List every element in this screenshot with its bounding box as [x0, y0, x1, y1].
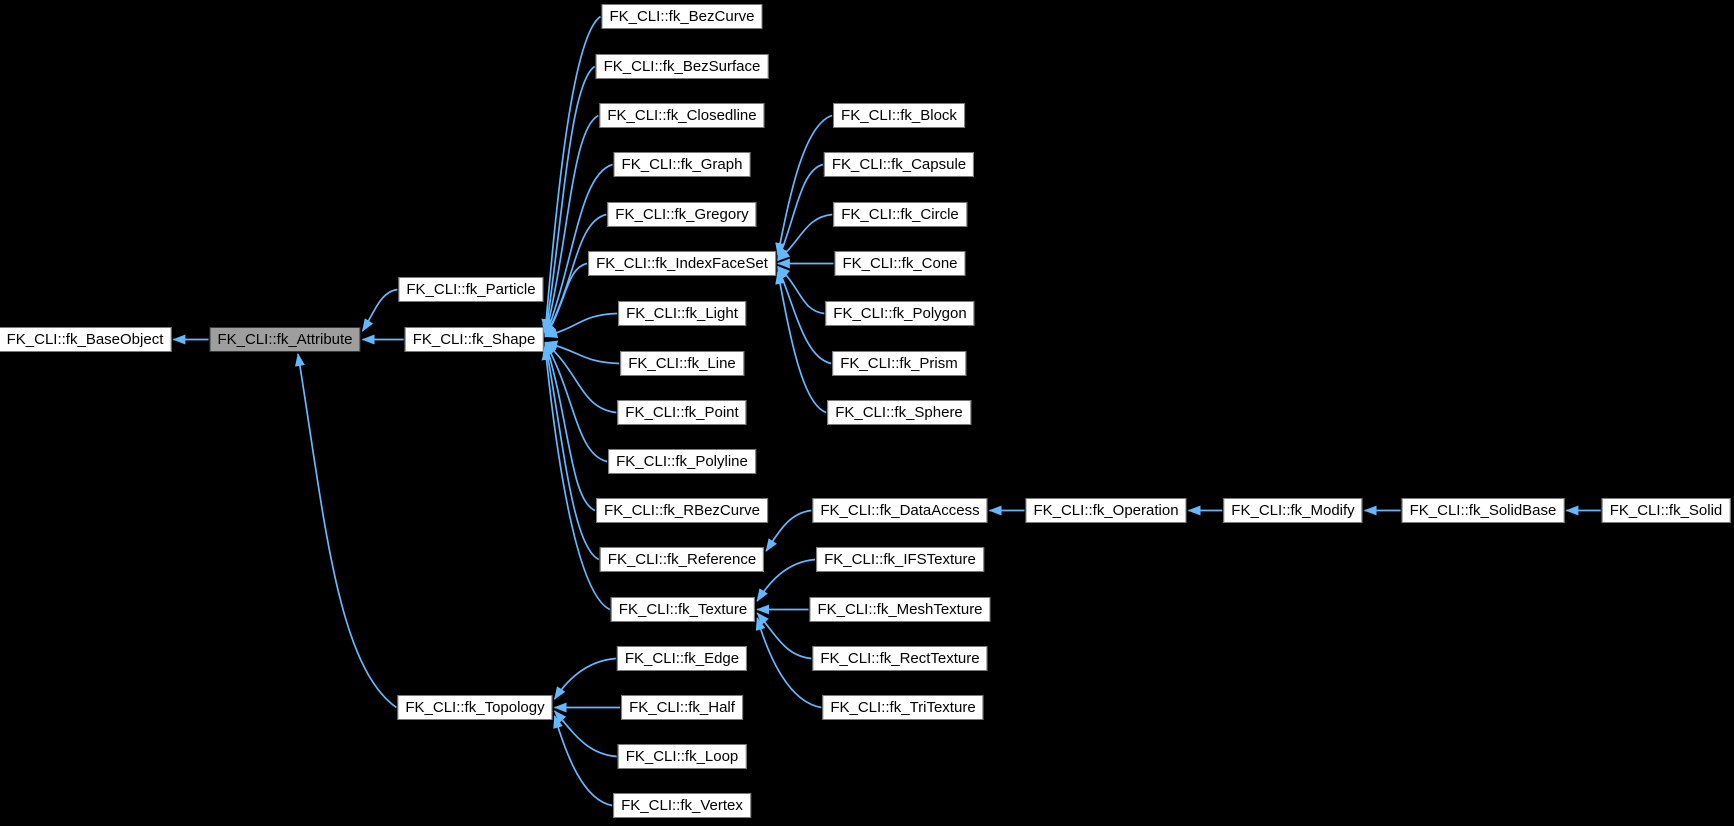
class-node-fk-graph[interactable]: FK_CLI::fk_Graph — [613, 152, 751, 177]
class-node-fk-circle[interactable]: FK_CLI::fk_Circle — [833, 202, 967, 227]
class-node-fk-block[interactable]: FK_CLI::fk_Block — [833, 103, 965, 128]
class-node-fk-light[interactable]: FK_CLI::fk_Light — [618, 301, 746, 326]
class-node-fk-attribute: FK_CLI::fk_Attribute — [209, 327, 361, 352]
class-node-fk-point[interactable]: FK_CLI::fk_Point — [617, 400, 747, 425]
class-node-fk-bezcurve[interactable]: FK_CLI::fk_BezCurve — [601, 4, 763, 29]
class-node-fk-edge[interactable]: FK_CLI::fk_Edge — [616, 646, 748, 671]
class-node-fk-meshtexture[interactable]: FK_CLI::fk_MeshTexture — [809, 597, 991, 622]
class-node-fk-reference[interactable]: FK_CLI::fk_Reference — [599, 547, 765, 572]
class-node-fk-bezsurface[interactable]: FK_CLI::fk_BezSurface — [595, 54, 769, 79]
class-node-fk-polyline[interactable]: FK_CLI::fk_Polyline — [608, 449, 756, 474]
class-node-fk-half[interactable]: FK_CLI::fk_Half — [621, 695, 743, 720]
class-node-fk-baseobject[interactable]: FK_CLI::fk_BaseObject — [0, 327, 172, 352]
class-node-fk-gregory[interactable]: FK_CLI::fk_Gregory — [607, 202, 757, 227]
class-node-fk-particle[interactable]: FK_CLI::fk_Particle — [398, 277, 544, 302]
class-node-fk-texture[interactable]: FK_CLI::fk_Texture — [610, 597, 756, 622]
class-node-fk-modify[interactable]: FK_CLI::fk_Modify — [1223, 498, 1363, 523]
class-node-fk-loop[interactable]: FK_CLI::fk_Loop — [617, 744, 747, 769]
class-node-fk-sphere[interactable]: FK_CLI::fk_Sphere — [827, 400, 971, 425]
class-node-fk-shape[interactable]: FK_CLI::fk_Shape — [404, 327, 544, 352]
class-node-fk-recttexture[interactable]: FK_CLI::fk_RectTexture — [812, 646, 988, 671]
class-node-fk-closedline[interactable]: FK_CLI::fk_Closedline — [599, 103, 765, 128]
class-node-fk-rbezcurve[interactable]: FK_CLI::fk_RBezCurve — [596, 498, 768, 523]
class-node-fk-vertex[interactable]: FK_CLI::fk_Vertex — [613, 793, 751, 818]
class-node-fk-capsule[interactable]: FK_CLI::fk_Capsule — [823, 152, 975, 177]
class-node-fk-ifstexture[interactable]: FK_CLI::fk_IFSTexture — [816, 547, 984, 572]
class-node-fk-indexfaceset[interactable]: FK_CLI::fk_IndexFaceSet — [588, 251, 776, 276]
class-node-fk-tritexture[interactable]: FK_CLI::fk_TriTexture — [822, 695, 984, 720]
class-node-fk-cone[interactable]: FK_CLI::fk_Cone — [834, 251, 966, 276]
class-node-fk-polygon[interactable]: FK_CLI::fk_Polygon — [825, 301, 975, 326]
class-node-fk-topology[interactable]: FK_CLI::fk_Topology — [397, 695, 553, 720]
class-node-fk-dataaccess[interactable]: FK_CLI::fk_DataAccess — [812, 498, 988, 523]
class-node-fk-operation[interactable]: FK_CLI::fk_Operation — [1025, 498, 1187, 523]
class-node-fk-solid[interactable]: FK_CLI::fk_Solid — [1601, 498, 1731, 523]
class-node-fk-line[interactable]: FK_CLI::fk_Line — [620, 351, 744, 376]
class-node-fk-solidbase[interactable]: FK_CLI::fk_SolidBase — [1401, 498, 1565, 523]
class-node-fk-prism[interactable]: FK_CLI::fk_Prism — [832, 351, 966, 376]
